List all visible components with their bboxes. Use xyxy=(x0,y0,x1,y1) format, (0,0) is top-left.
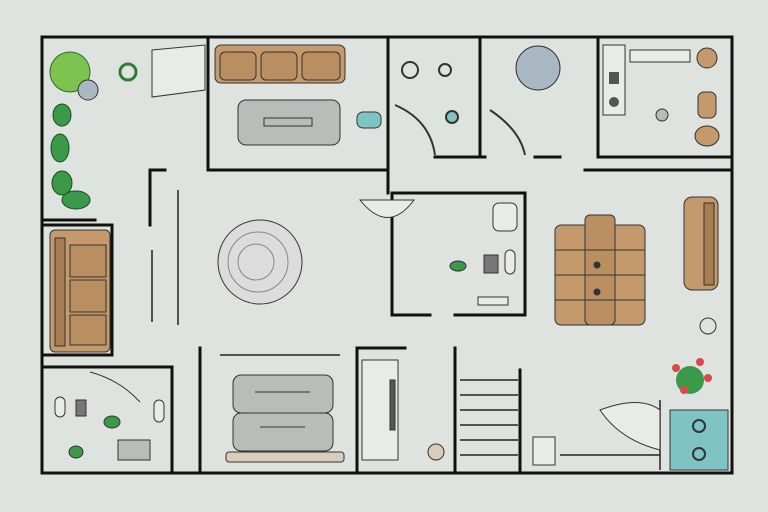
walls xyxy=(40,35,734,475)
sofa-right xyxy=(683,196,719,291)
plants-left xyxy=(49,51,138,210)
corner-chair xyxy=(151,44,206,98)
wall-light xyxy=(699,317,717,335)
top-right-fixtures xyxy=(602,44,720,147)
sectional-sofa xyxy=(554,214,646,326)
small-cabinet xyxy=(532,436,556,466)
flower-plant xyxy=(672,358,712,394)
bottom-left-room xyxy=(54,371,165,461)
sofa-top xyxy=(214,44,346,84)
coffee-table xyxy=(237,99,341,146)
round-rug xyxy=(217,219,303,305)
round-table xyxy=(515,45,561,91)
teal-stool xyxy=(356,111,382,129)
bathtub xyxy=(599,402,661,451)
sofa-left xyxy=(49,229,111,353)
kitchen-items xyxy=(394,61,526,156)
bed xyxy=(225,374,345,463)
teal-cabinet xyxy=(669,409,729,471)
bathroom xyxy=(358,199,518,306)
wardrobe xyxy=(361,359,445,461)
